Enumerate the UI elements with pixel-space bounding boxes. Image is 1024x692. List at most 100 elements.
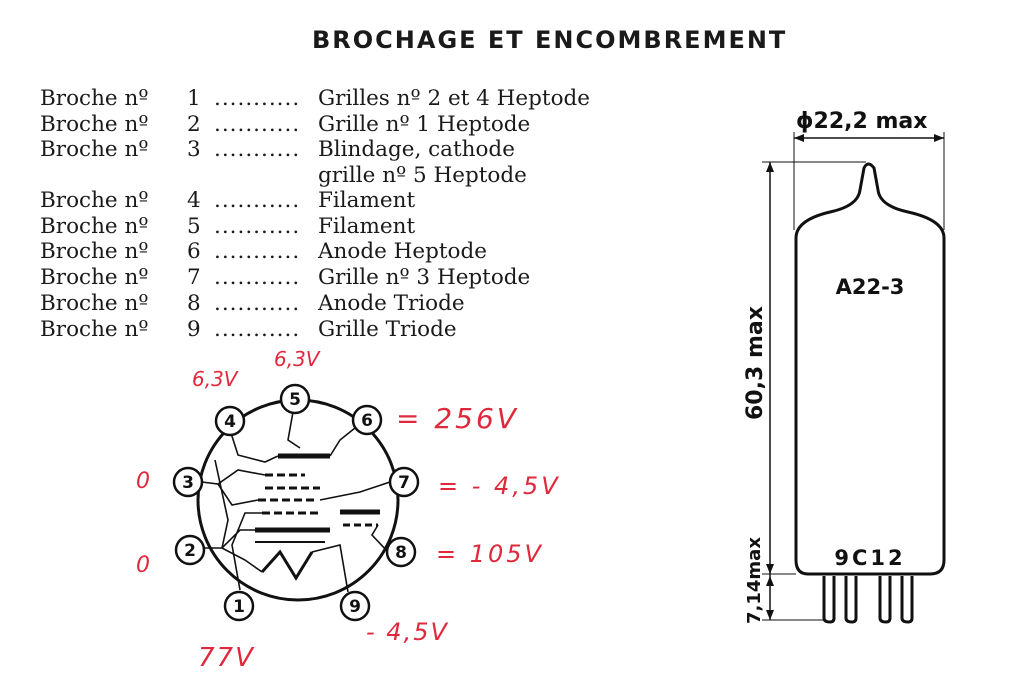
pin-num-5: 5: [289, 390, 301, 410]
pin-num-2: 2: [184, 541, 196, 561]
pin-wires: [201, 411, 391, 593]
wire-pin1: [231, 512, 262, 591]
wire-pin2-b: [221, 547, 263, 573]
pin-number: 1: [187, 86, 201, 111]
pin-num-9: 9: [349, 597, 361, 617]
tube-body: [794, 162, 946, 576]
handwritten-voltages: 6,3V 6,3V = 256V 0 = - 4,5V 0 = 105V 77V…: [136, 347, 561, 673]
pin-function: Grilles nº 2 et 4 Heptode: [318, 86, 590, 111]
pin-circle-9: [339, 590, 371, 622]
pin-label: Broche nº: [40, 290, 149, 316]
tube-outline-drawing: ϕ22,2 max A22-3 9C12 60,3 max 7,14max: [743, 109, 946, 624]
pinout-diagram: 1 2 3 4 5 6 7 8 9: [172, 383, 420, 622]
pin-num-6: 6: [361, 411, 373, 431]
voltage-pin5: 6,3V: [274, 347, 321, 371]
pin-num-8: 8: [395, 543, 407, 563]
pin-number: 4: [187, 188, 201, 214]
pin-circle-3: [172, 466, 204, 498]
filament-zigzag: [260, 549, 314, 581]
height-arrow-top: [766, 162, 774, 172]
pin-number: 2: [187, 111, 201, 137]
voltage-pin1: 77V: [198, 643, 255, 673]
pin-function: Anode Triode: [318, 290, 465, 316]
pin-label: Broche nº: [40, 265, 149, 291]
tube-name: A22-3: [836, 275, 905, 299]
wire-pin3-b: [217, 483, 259, 506]
leader-dots: ...........: [214, 137, 301, 163]
pin-number: 6: [187, 239, 201, 265]
pin-label: Broche nº: [40, 316, 149, 342]
tube-type: 9C12: [834, 546, 905, 570]
wire-pin3: [201, 469, 266, 485]
pin-num-7: 7: [398, 473, 410, 493]
pin-function: Filament: [318, 188, 416, 214]
height-arrow-bottom: [766, 564, 774, 574]
wire-pin2: [205, 529, 255, 549]
pin-circle-8: [385, 536, 417, 568]
pin-function: Grille nº 3 Heptode: [318, 265, 531, 291]
pin-num-1: 1: [233, 597, 245, 617]
voltage-pin2: 0: [136, 553, 150, 578]
leader-dots: ...........: [214, 188, 301, 214]
pin-label: Broche nº: [40, 239, 149, 265]
wire-pin5: [287, 411, 301, 449]
pin-circle-4: [214, 405, 246, 437]
electrode-structure: [255, 453, 380, 581]
wire-pin7: [319, 481, 391, 501]
voltage-pin7: = - 4,5V: [438, 472, 561, 500]
pin-circle-2: [174, 534, 206, 566]
pin-number: 8: [187, 290, 201, 316]
voltage-pin9: - 4,5V: [366, 618, 449, 646]
height-label: 60,3 max: [743, 306, 768, 420]
wire-pin9: [311, 544, 349, 593]
pin-function: Blindage, cathode: [318, 137, 515, 163]
pin-label: Broche nº: [40, 86, 149, 111]
pin-circle-1: [223, 590, 255, 622]
pin-circle-6: [351, 404, 383, 436]
pin-label: Broche nº: [40, 137, 149, 163]
leader-dots: ...........: [214, 290, 301, 316]
page-title: BROCHAGE ET ENCOMBREMENT: [312, 26, 788, 54]
diameter-label: ϕ22,2 max: [796, 109, 927, 134]
leader-dots: ...........: [214, 316, 301, 342]
wire-pin4: [229, 429, 279, 463]
tube-pins: [822, 576, 914, 624]
pin-length-label: 7,14max: [744, 537, 765, 624]
voltage-pin8: = 105V: [436, 540, 544, 568]
tube-pin-c: [878, 576, 892, 624]
wire-pin6: [329, 427, 356, 457]
pin-label: Broche nº: [40, 111, 149, 137]
voltage-pin4: 6,3V: [192, 367, 239, 391]
pin-number: 3: [187, 137, 201, 163]
pin-num-4: 4: [224, 412, 236, 432]
leader-dots: ...........: [214, 86, 301, 111]
tube-pin-b: [844, 576, 858, 624]
dim-arrow-left: [794, 134, 804, 142]
pin-function: grille nº 5 Heptode: [318, 163, 527, 189]
leader-dots: ...........: [214, 265, 301, 291]
pin-num-3: 3: [182, 473, 194, 493]
leader-dots: ...........: [214, 213, 301, 239]
wire-pin-link: [214, 459, 229, 549]
pin-circle-5: [279, 383, 311, 415]
leader-dots: ...........: [214, 239, 301, 265]
pin-circles: [172, 383, 420, 622]
voltage-pin3: 0: [136, 469, 150, 494]
pin-number: 7: [187, 265, 201, 291]
dim-arrow-right: [934, 134, 944, 142]
pin-number: 5: [187, 213, 201, 239]
pin-function: Grille Triode: [318, 316, 457, 342]
pin-circle-7: [388, 466, 420, 498]
pin-function: Grille nº 1 Heptode: [318, 111, 531, 137]
pin-function: Anode Heptode: [318, 239, 487, 265]
pin-function: Filament: [318, 213, 416, 239]
pin-label: Broche nº: [40, 188, 149, 214]
wire-pin8: [371, 524, 389, 553]
tube-pin-d: [900, 576, 914, 624]
leader-dots: ...........: [214, 111, 301, 137]
pin-arrow-top: [766, 576, 774, 586]
tube-pin-a: [822, 576, 836, 624]
pin-number-labels: 1 2 3 4 5 6 7 8 9: [182, 390, 410, 617]
pin-number: 9: [187, 316, 201, 342]
